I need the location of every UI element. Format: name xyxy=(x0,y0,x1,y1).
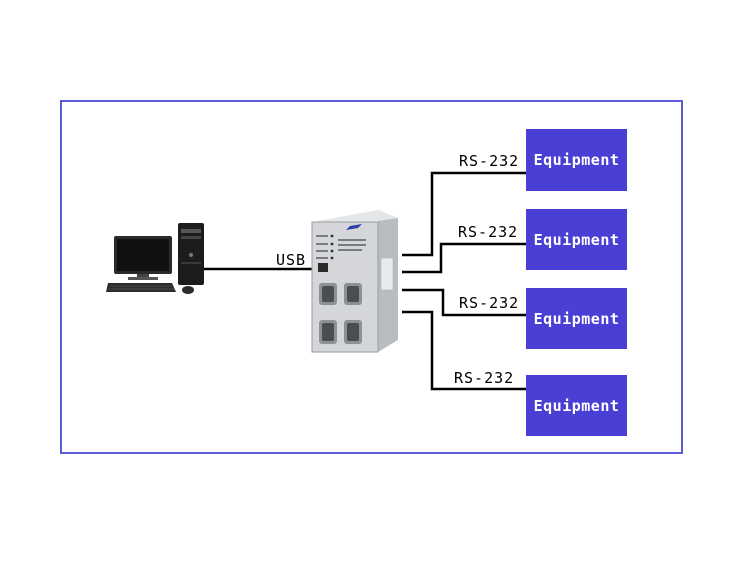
usb-serial-converter-icon xyxy=(311,210,398,353)
equipment-node-3: Equipment xyxy=(526,288,627,349)
wire-3 xyxy=(402,288,527,317)
diagram-frame xyxy=(60,100,683,454)
equipment-node-2: Equipment xyxy=(526,209,627,270)
usb-link-label: USB xyxy=(276,251,307,269)
link-1-protocol-label: RS-232 xyxy=(459,152,520,170)
link-4-protocol-label: RS-232 xyxy=(454,369,515,387)
desktop-computer-icon xyxy=(106,223,204,294)
wire-1 xyxy=(402,171,527,257)
wire-4 xyxy=(402,310,527,391)
link-2-protocol-label: RS-232 xyxy=(458,223,519,241)
equipment-node-1: Equipment xyxy=(526,129,627,191)
equipment-node-4: Equipment xyxy=(526,375,627,436)
wire-2 xyxy=(402,242,527,274)
link-3-protocol-label: RS-232 xyxy=(459,294,520,312)
